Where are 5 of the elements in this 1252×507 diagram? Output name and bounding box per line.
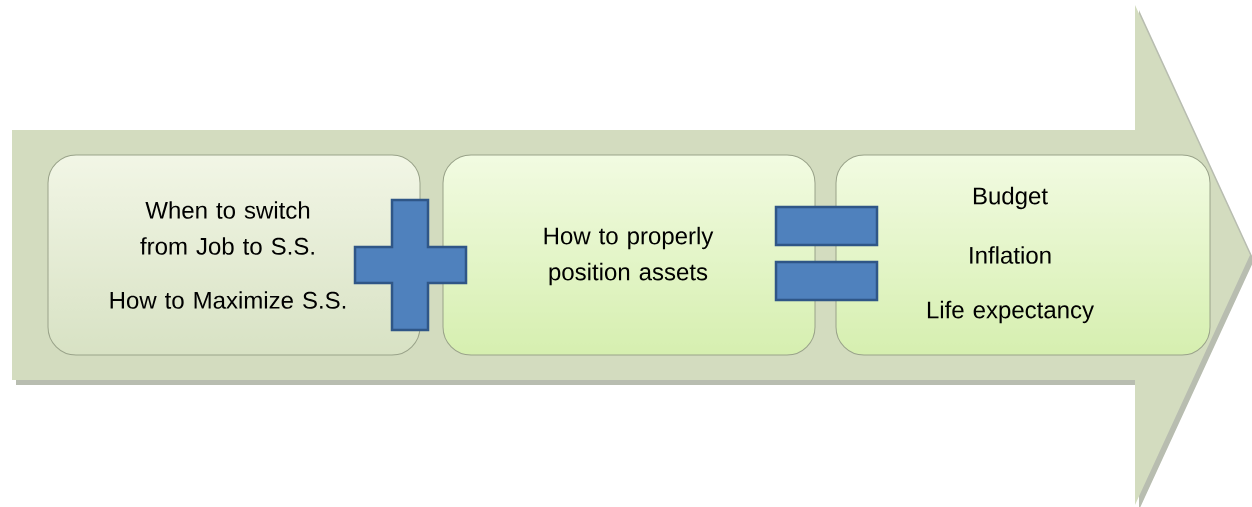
- equals-sign: [774, 205, 879, 302]
- text-box: When to switch from Job to S.S. How to Maximize S.S.: [47, 154, 421, 356]
- text-box: How to properly position assets: [442, 154, 816, 356]
- plus-sign: [353, 198, 468, 332]
- text-box: Budget Inflation Life expectancy: [835, 154, 1211, 356]
